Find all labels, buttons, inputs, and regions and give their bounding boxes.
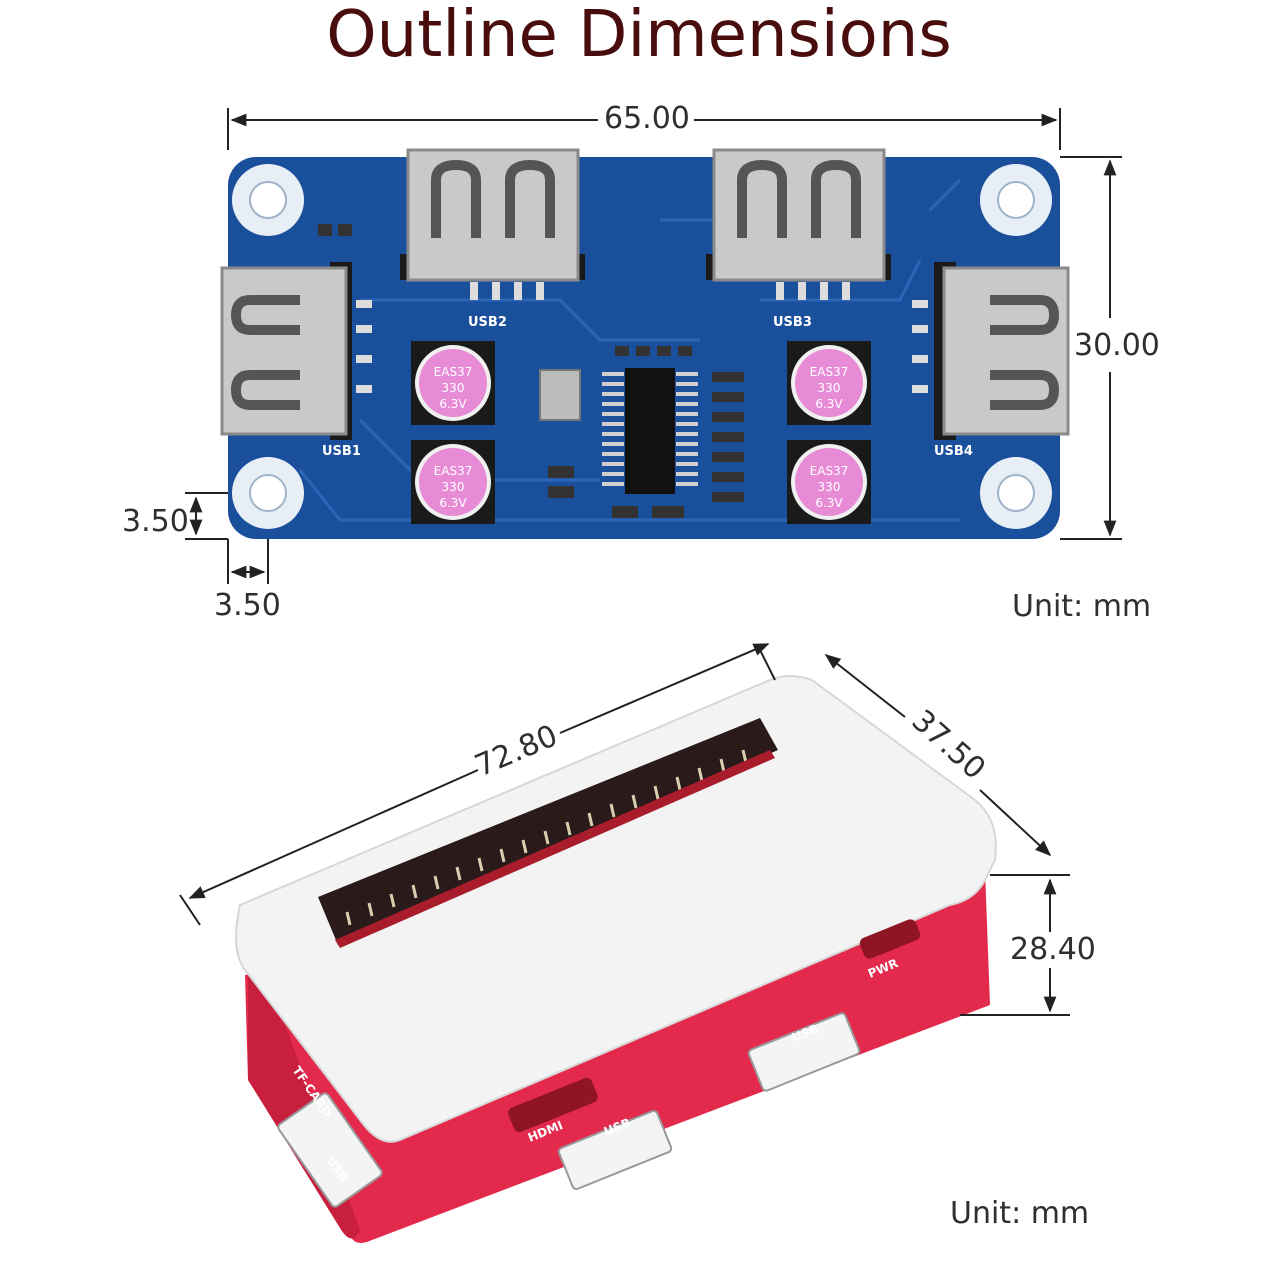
- capacitor-2: [411, 440, 495, 524]
- usb-port-usb4: [912, 262, 1070, 440]
- usb-port-usb1: [220, 262, 372, 440]
- pcb-board: [220, 148, 1070, 539]
- cap3-line2: 330: [818, 381, 841, 395]
- gpio-slot: [318, 718, 778, 945]
- cap1-line3: 6.3V: [439, 397, 467, 411]
- case-white-lid: [235, 675, 997, 1143]
- board-dimension-lines: [185, 108, 1122, 584]
- usb-port-usb2: [400, 148, 585, 300]
- mounting-holes: [232, 164, 1052, 529]
- crystal-oscillator: [539, 369, 581, 421]
- capacitor-4: [787, 440, 871, 524]
- usb-port-case-a: [557, 1109, 673, 1191]
- usb-port-case-side: [277, 1092, 383, 1208]
- cap3-line3: 6.3V: [815, 397, 843, 411]
- cap2-line3: 6.3V: [439, 496, 467, 510]
- board-unit-label: Unit: mm: [1012, 589, 1152, 624]
- cap2-line2: 330: [442, 480, 465, 494]
- hole-offset-y-label: 3.50: [122, 504, 189, 539]
- cap1-line2: 330: [442, 381, 465, 395]
- smd-components: [318, 224, 744, 518]
- port-label-usb2: USB2: [468, 315, 507, 330]
- cap4-line1: EAS37: [810, 464, 849, 478]
- usb-port-usb3: [706, 148, 891, 300]
- cap3-line1: EAS37: [810, 365, 849, 379]
- pwr-port: [859, 919, 921, 959]
- hdmi-port: [508, 1077, 598, 1133]
- capacitor-1: [411, 341, 495, 425]
- cap4-line3: 6.3V: [815, 496, 843, 510]
- case-unit-label: Unit: mm: [950, 1196, 1090, 1231]
- cap1-line1: EAS37: [434, 365, 473, 379]
- hub-ic-chip: [602, 368, 698, 494]
- port-label-usb1: USB1: [322, 444, 361, 459]
- hole-offset-x-label: 3.50: [214, 588, 281, 623]
- port-label-usb3: USB3: [773, 315, 812, 330]
- capacitor-3: [787, 341, 871, 425]
- cap2-line1: EAS37: [434, 464, 473, 478]
- case-enclosure: [235, 675, 997, 1243]
- case-dimension-lines: [179, 643, 1070, 1016]
- board-height-label: 30.00: [1074, 328, 1160, 363]
- port-label-usb4: USB4: [934, 444, 973, 459]
- board-width-label: 65.00: [604, 101, 690, 136]
- usb-port-case-b: [747, 1012, 861, 1092]
- case-height-label: 28.40: [1010, 932, 1096, 967]
- page-title: Outline Dimensions: [326, 0, 952, 72]
- cap4-line2: 330: [818, 480, 841, 494]
